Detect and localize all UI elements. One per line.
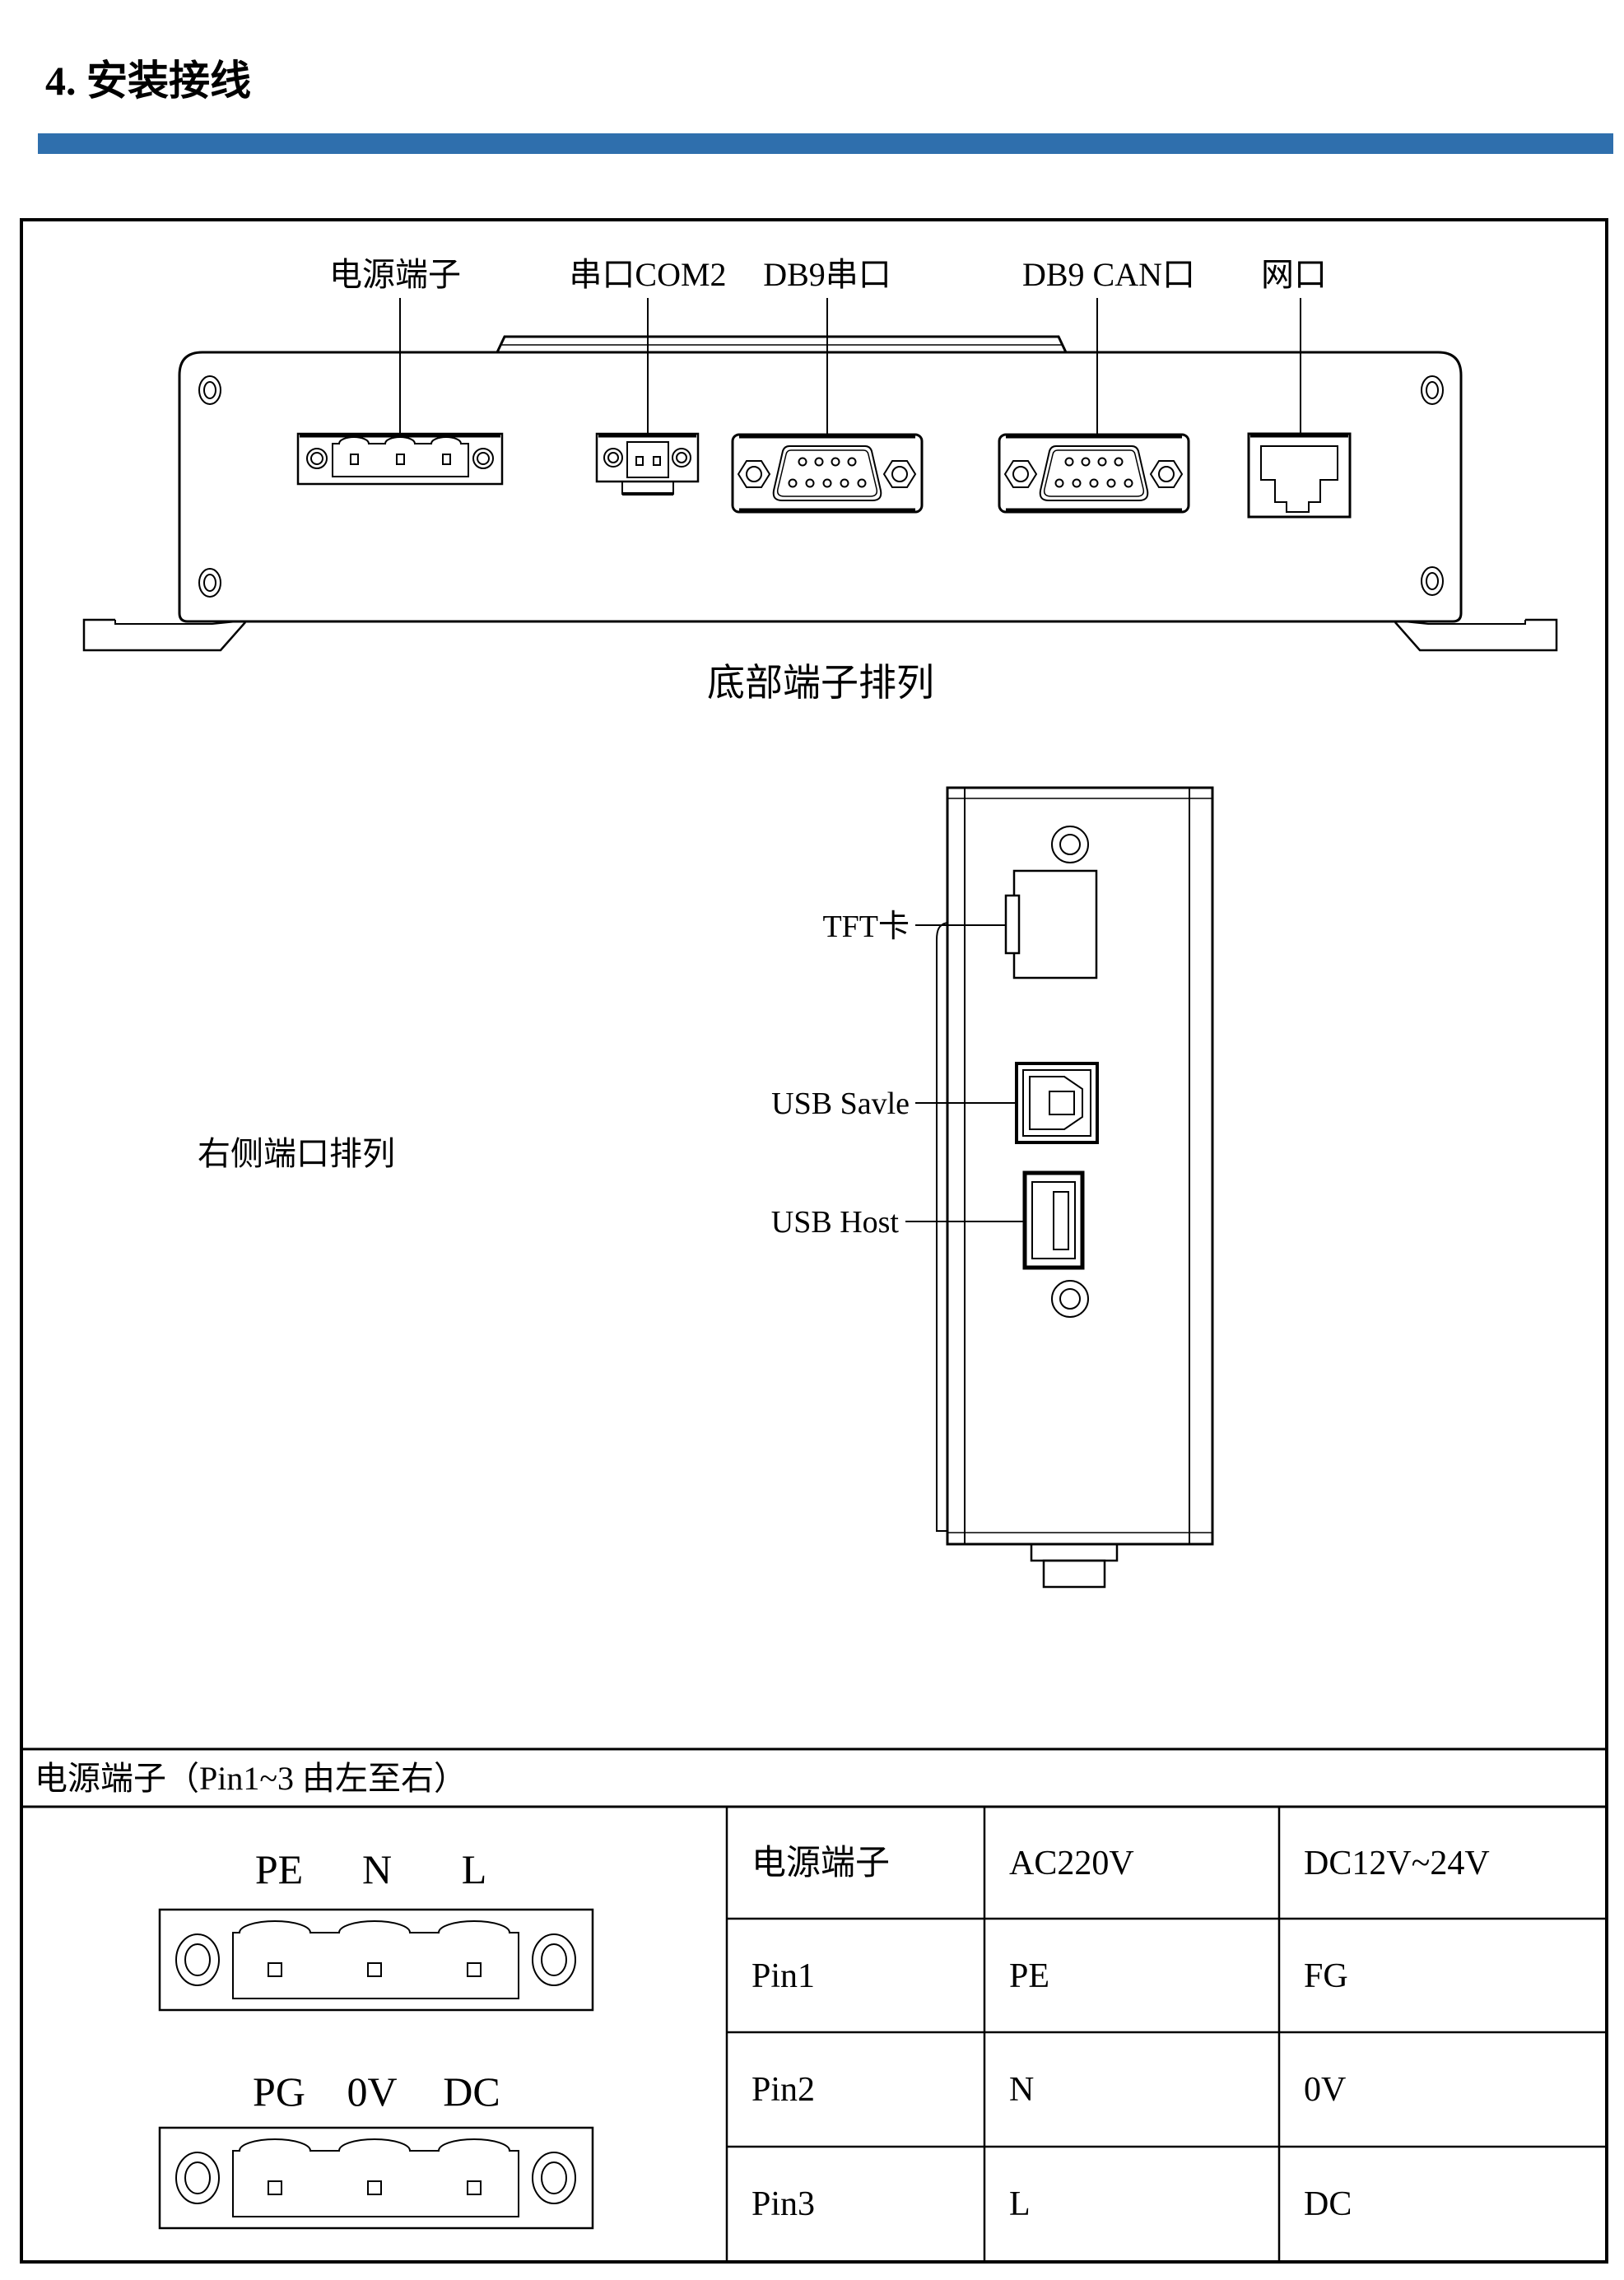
right-mounting-flange <box>1394 618 1558 652</box>
screw-top-right <box>1421 375 1444 405</box>
table-cell-pin3-ac: L <box>1009 2185 1031 2223</box>
device-body-outline <box>178 351 1463 623</box>
table-cell-pin1: Pin1 <box>752 1957 815 1995</box>
ac-pin-label-l: L <box>462 1846 487 1892</box>
left-mounting-flange <box>82 618 246 652</box>
com2-port <box>595 432 700 496</box>
ac-terminal-block-diagram <box>158 1908 594 2012</box>
device-top-lip <box>496 335 1068 353</box>
device-side-view: 右侧端口排列 <box>198 786 1214 1589</box>
page-title: 4. 安装接线 <box>45 58 251 104</box>
side-view-caption: 右侧端口排列 <box>198 1135 395 1172</box>
table-cell-pin2-dc: 0V <box>1304 2071 1346 2109</box>
label-tft-card: TFT卡 <box>822 910 910 944</box>
table-header-terminal: 电源端子 <box>752 1845 890 1882</box>
label-usb-slave: USB Savle <box>771 1086 910 1121</box>
pin-table-grid <box>725 1807 1607 2262</box>
dc-pin-label-dc: DC <box>443 2068 500 2115</box>
table-header-dc12-24v: DC12V~24V <box>1304 1845 1490 1882</box>
dc-pin-label-pg: PG <box>253 2068 305 2115</box>
screw-bottom-left <box>198 568 221 598</box>
side-screw-bottom <box>1051 1280 1089 1318</box>
label-usb-host: USB Host <box>771 1205 900 1240</box>
db9-can-port <box>999 435 1189 512</box>
label-serial-com2: 串口COM2 <box>569 256 726 293</box>
side-screw-top <box>1051 826 1089 863</box>
side-body-outline <box>946 786 1214 1546</box>
label-db9-serial: DB9串口 <box>763 256 891 293</box>
db9-serial-port <box>733 435 922 512</box>
label-power-terminal: 电源端子 <box>329 256 461 293</box>
side-left-flange-strip <box>936 922 948 1532</box>
power-terminal-section-title: 电源端子（Pin1~3 由左至右） <box>35 1760 467 1797</box>
ethernet-port <box>1247 432 1352 519</box>
table-cell-pin1-dc: FG <box>1304 1957 1348 1995</box>
pin-table-text: 电源端子 AC220V DC12V~24V Pin1 PE FG Pin2 N … <box>752 1845 1490 2223</box>
tft-card-slot <box>1004 869 1098 979</box>
table-cell-pin3-dc: DC <box>1304 2185 1352 2223</box>
power-terminal-port <box>296 432 504 486</box>
label-db9-can: DB9 CAN口 <box>1022 256 1195 293</box>
usb-host-port <box>1022 1170 1085 1270</box>
table-cell-pin2-ac: N <box>1009 2071 1034 2109</box>
table-cell-pin3: Pin3 <box>752 2185 815 2223</box>
power-pin-section: 电源端子（Pin1~3 由左至右） PE N L PG 0V DC 电源端子 A… <box>21 1747 1607 2262</box>
usb-slave-port <box>1015 1062 1099 1144</box>
side-bottom-foot <box>1030 1542 1119 1589</box>
ac-pin-label-pe: PE <box>255 1846 303 1892</box>
ac-pin-label-n: N <box>362 1846 392 1892</box>
content-border <box>20 218 1608 2264</box>
dc-pin-label-0v: 0V <box>347 2068 397 2115</box>
device-bottom-view: 电源端子 串口COM2 DB9串口 DB9 CAN口 网口 <box>82 256 1558 704</box>
table-header-ac220v: AC220V <box>1009 1845 1134 1882</box>
bottom-view-caption: 底部端子排列 <box>707 662 934 704</box>
table-cell-pin2: Pin2 <box>752 2071 815 2109</box>
screw-top-left <box>198 375 221 405</box>
label-ethernet: 网口 <box>1261 256 1327 293</box>
accent-bar <box>38 133 1613 154</box>
table-cell-pin1-ac: PE <box>1009 1957 1049 1995</box>
screw-bottom-right <box>1421 566 1444 596</box>
dc-terminal-block-diagram <box>158 2126 594 2230</box>
